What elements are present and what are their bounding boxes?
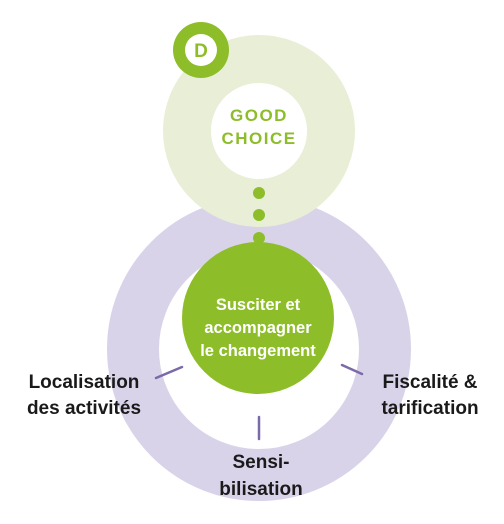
good-choice-line-2: CHOICE (221, 129, 296, 148)
label-sensibilisation-line-1: Sensi- (232, 452, 289, 473)
label-localisation-line-2: des activités (27, 398, 141, 419)
good-choice-ring (163, 35, 355, 227)
badge-inner-circle (185, 34, 217, 66)
center-green-disc (182, 242, 334, 394)
label-sensibilisation-line-2: bilisation (219, 479, 302, 500)
label-fiscalite-line-1: Fiscalité & (382, 372, 477, 393)
letter-d-badge-icon: D (173, 22, 229, 78)
center-text-line-2: accompagner (204, 319, 312, 337)
good-choice-line-1: GOOD (230, 106, 288, 125)
badge-letter: D (194, 41, 208, 62)
label-fiscalite-line-2: tarification (381, 398, 478, 419)
connector-dot-2 (253, 209, 265, 221)
center-text-line-3: le changement (200, 342, 316, 360)
center-text-line-1: Susciter et (216, 296, 301, 314)
connector-dot-1 (253, 187, 265, 199)
label-localisation-line-1: Localisation (29, 372, 140, 393)
connector-line-right (340, 363, 364, 376)
connector-dot-3 (253, 232, 265, 244)
connector-line-left (154, 365, 184, 380)
